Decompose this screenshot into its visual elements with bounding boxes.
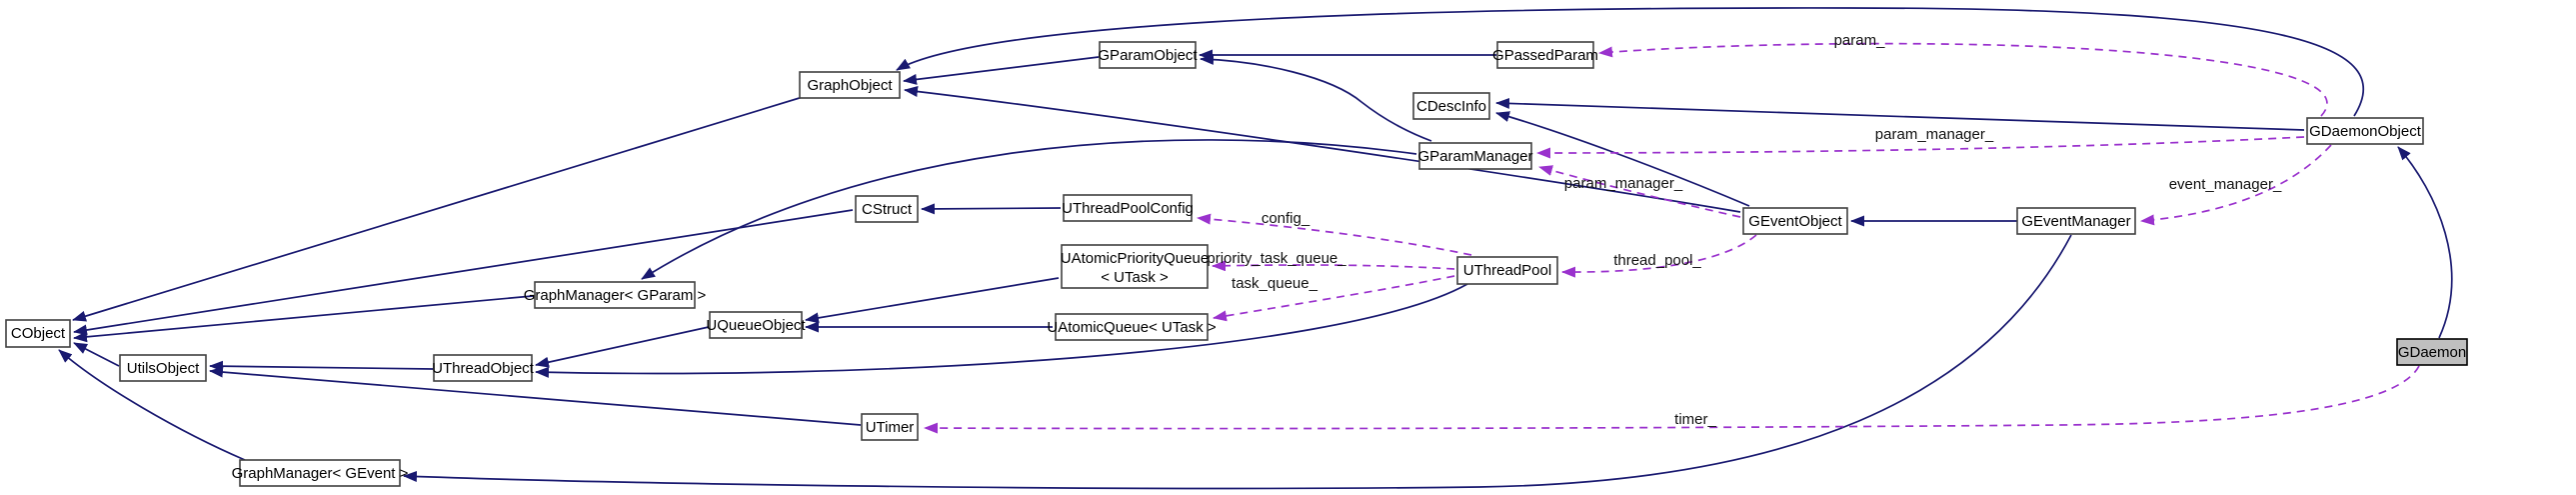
edge-label-timer: timer_ (1674, 411, 1716, 428)
edge-gdaemonobject-graphobject (896, 7, 2364, 117)
node-gdaemon[interactable]: GDaemon (2396, 338, 2468, 366)
edge-label-thread-pool: thread_pool_ (1613, 252, 1701, 269)
edge-utimer-utilsobject (209, 366, 862, 426)
node-gparammanager[interactable]: GParamManager (1417, 142, 1533, 170)
edge-uatomicpriorityqueue-uqueueobject (805, 277, 1060, 324)
edge-labels: param_ param_manager_ param_manager_ eve… (1207, 32, 2282, 428)
edge-uthreadpoolconfig-cstruct (921, 203, 1062, 215)
usage-edges (924, 42, 2420, 434)
inheritance-edges (58, 7, 2453, 490)
node-uthreadpoolconfig[interactable]: UThreadPoolConfig (1062, 194, 1194, 222)
edge-uthreadpool-uthreadobject (535, 283, 1468, 378)
edge-param-manager-event (1538, 165, 1741, 218)
node-graphmanager-gevent-label: GraphManager< GEvent > (232, 465, 409, 482)
node-uatomicqueue[interactable]: UAtomicQueue< UTask > (1047, 313, 1217, 341)
node-graphmanager-gparam-label: GraphManager< GParam > (524, 287, 707, 304)
edge-param-manager-daemon (1536, 136, 2305, 159)
node-utilsobject-label: UtilsObject (127, 360, 200, 377)
edge-gparammanager-gparamobject (1200, 53, 1432, 142)
node-gpassedparam[interactable]: GPassedParam (1492, 41, 1598, 69)
node-geventobject[interactable]: GEventObject (1742, 207, 1848, 235)
edge-gdaemon-gdaemonobject (2397, 146, 2453, 339)
edge-graphobject-cobject (72, 96, 804, 322)
edge-utilsobject-cobject (73, 342, 120, 367)
edge-label-param-manager-daemon: param_manager_ (1875, 126, 1994, 143)
node-gdaemon-label: GDaemon (2398, 344, 2466, 361)
edge-config (1197, 213, 1472, 256)
node-uatomicpriorityqueue-label-line1: UAtomicPriorityQueue (1061, 250, 1209, 267)
edge-label-param-manager-event: param_manager_ (1564, 175, 1683, 192)
node-cstruct[interactable]: CStruct (855, 195, 919, 223)
edge-geventmanager-graphmanager-gevent (403, 234, 2072, 490)
node-uthreadpool[interactable]: UThreadPool (1456, 256, 1558, 285)
nodes: CObject UtilsObject GraphManager< GEvent… (5, 41, 2468, 487)
node-uatomicpriorityqueue[interactable]: UAtomicPriorityQueue < UTask > (1061, 244, 1209, 289)
node-cobject-label: CObject (11, 325, 66, 342)
node-uthreadobject[interactable]: UThreadObject (432, 354, 535, 382)
edge-uthreadobject-utilsobject (209, 360, 434, 372)
edge-cstruct-cobject (73, 209, 854, 336)
edge-geventobject-graphobject (904, 86, 1741, 213)
edge-label-config: config_ (1262, 210, 1310, 227)
edge-label-task-queue: task_queue_ (1232, 275, 1318, 292)
node-cdescinfo-label: CDescInfo (1416, 98, 1486, 115)
node-cobject[interactable]: CObject (5, 319, 71, 348)
node-gparammanager-label: GParamManager (1417, 148, 1532, 165)
edge-gdaemonobject-cdescinfo (1495, 97, 2305, 131)
edge-label-priority-task-queue: priority_task_queue_ (1207, 250, 1346, 267)
node-graphmanager-gevent[interactable]: GraphManager< GEvent > (232, 459, 409, 487)
edge-label-param: param_ (1834, 32, 1886, 49)
edge-gparamobject-graphobject (903, 56, 1100, 85)
node-graphmanager-gparam[interactable]: GraphManager< GParam > (524, 281, 707, 309)
node-gparamobject-label: GParamObject (1098, 47, 1198, 64)
node-geventmanager-label: GEventManager (2021, 213, 2130, 230)
node-cstruct-label: CStruct (862, 201, 913, 218)
node-graphobject-label: GraphObject (807, 77, 893, 94)
node-graphobject[interactable]: GraphObject (799, 71, 901, 99)
node-uatomicqueue-label: UAtomicQueue< UTask > (1047, 319, 1216, 336)
node-geventobject-label: GEventObject (1748, 213, 1842, 230)
node-gdaemonobject[interactable]: GDaemonObject (2306, 117, 2424, 145)
node-uatomicpriorityqueue-label-line2: < UTask > (1101, 269, 1169, 286)
node-gparamobject[interactable]: GParamObject (1098, 41, 1198, 69)
edge-thread-pool (1561, 234, 1757, 278)
edge-graphmanager-gparam-cobject (73, 295, 534, 343)
edge-uqueueobject-uthreadobject (535, 326, 710, 368)
node-utimer-label: UTimer (866, 419, 915, 436)
node-utimer[interactable]: UTimer (861, 413, 919, 441)
node-uqueueobject[interactable]: UQueueObject (706, 311, 806, 339)
node-uthreadpool-label: UThreadPool (1463, 262, 1551, 279)
edge-gparammanager-graphmanager-gparam (641, 139, 1417, 280)
node-uthreadpoolconfig-label: UThreadPoolConfig (1062, 200, 1194, 217)
edge-label-event-manager: event_manager_ (2169, 176, 2282, 193)
node-gpassedparam-label: GPassedParam (1492, 47, 1598, 64)
edge-event-manager (2140, 144, 2332, 226)
node-geventmanager[interactable]: GEventManager (2016, 207, 2136, 235)
node-uqueueobject-label: UQueueObject (706, 317, 806, 334)
node-uthreadobject-label: UThreadObject (432, 360, 535, 377)
edge-param (1598, 42, 2328, 117)
node-cdescinfo[interactable]: CDescInfo (1412, 92, 1490, 120)
edge-graphmanager-gevent-cobject (58, 349, 246, 461)
node-gdaemonobject-label: GDaemonObject (2309, 123, 2422, 140)
node-utilsobject[interactable]: UtilsObject (119, 354, 207, 382)
edge-timer (924, 365, 2420, 434)
